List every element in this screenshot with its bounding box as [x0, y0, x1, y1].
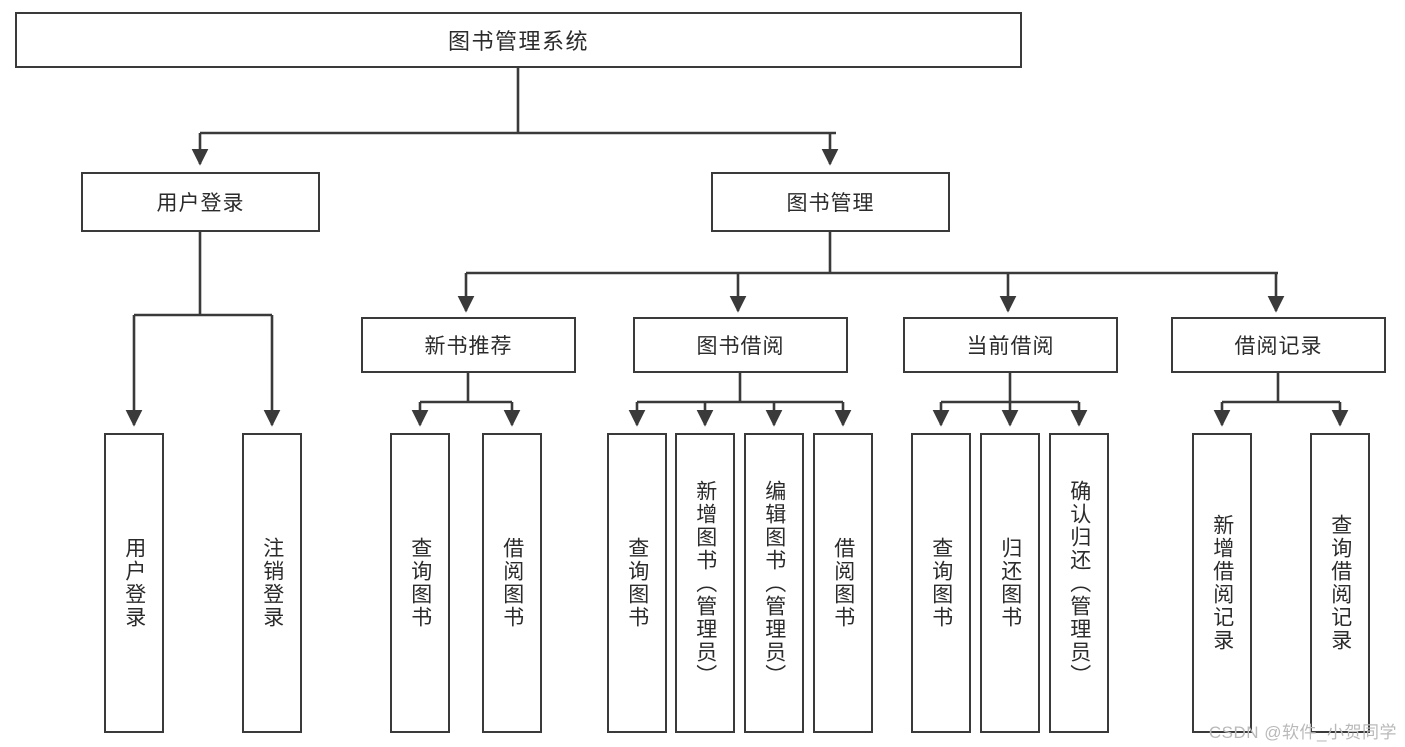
leaf-add-borrow-record[interactable]: 新增借阅记录 — [1192, 433, 1252, 733]
node-label: 图书管理系统 — [447, 29, 589, 54]
node-label: 归还图书 — [998, 537, 1022, 629]
leaf-query-borrow-record[interactable]: 查询借阅记录 — [1310, 433, 1370, 733]
node-label: 新增图书（管理员） — [693, 479, 717, 687]
leaf-query-book-new[interactable]: 查询图书 — [390, 433, 450, 733]
leaf-return-book[interactable]: 归还图书 — [980, 433, 1040, 733]
node-label: 新增借阅记录 — [1210, 514, 1234, 652]
csdn-watermark: CSDN @软件_小贺同学 — [1208, 723, 1397, 742]
node-label: 注销登录 — [260, 537, 284, 629]
node-current-borrow[interactable]: 当前借阅 — [903, 317, 1118, 373]
leaf-confirm-return-admin[interactable]: 确认归还（管理员） — [1049, 433, 1109, 733]
node-label: 图书管理 — [786, 192, 875, 215]
leaf-query-book-current[interactable]: 查询图书 — [911, 433, 971, 733]
node-book-borrow[interactable]: 图书借阅 — [633, 317, 848, 373]
node-book-management[interactable]: 图书管理 — [711, 172, 950, 232]
leaf-edit-book-admin[interactable]: 编辑图书（管理员） — [744, 433, 804, 733]
node-label: 借阅记录 — [1234, 335, 1323, 358]
node-label: 新书推荐 — [424, 335, 513, 358]
leaf-borrow-book-new[interactable]: 借阅图书 — [482, 433, 542, 733]
node-label: 确认归还（管理员） — [1067, 479, 1091, 687]
node-root-system[interactable]: 图书管理系统 — [15, 12, 1022, 68]
node-label: 当前借阅 — [966, 335, 1055, 358]
node-user-login[interactable]: 用户登录 — [81, 172, 320, 232]
node-label: 查询图书 — [408, 537, 432, 629]
node-label: 用户登录 — [122, 537, 146, 629]
node-label: 编辑图书（管理员） — [762, 479, 786, 687]
leaf-borrow-book[interactable]: 借阅图书 — [813, 433, 873, 733]
leaf-logout[interactable]: 注销登录 — [242, 433, 302, 733]
node-label: 用户登录 — [156, 192, 245, 215]
node-label: 借阅图书 — [500, 537, 524, 629]
node-label: 查询图书 — [929, 537, 953, 629]
node-label: 查询借阅记录 — [1328, 514, 1352, 652]
leaf-add-book-admin[interactable]: 新增图书（管理员） — [675, 433, 735, 733]
node-borrow-record[interactable]: 借阅记录 — [1171, 317, 1386, 373]
node-label: 借阅图书 — [831, 537, 855, 629]
leaf-user-login[interactable]: 用户登录 — [104, 433, 164, 733]
leaf-query-book-borrow[interactable]: 查询图书 — [607, 433, 667, 733]
node-label: 图书借阅 — [696, 335, 785, 358]
node-label: 查询图书 — [625, 537, 649, 629]
node-new-book-recommend[interactable]: 新书推荐 — [361, 317, 576, 373]
